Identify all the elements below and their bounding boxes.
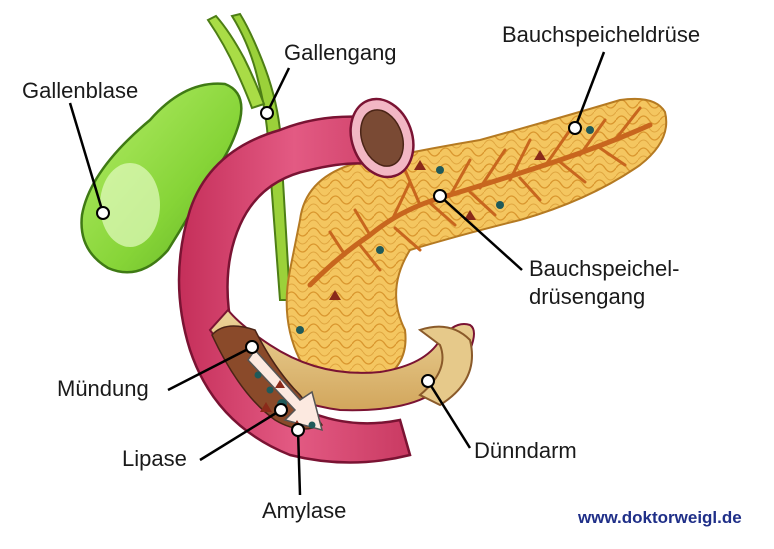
label-pancreatic-duct-line2: drüsengang [529,284,646,309]
website-watermark: www.doktorweigl.de [578,508,742,527]
label-lipase: Lipase [122,446,187,471]
pointer-lines [68,51,606,496]
label-papilla: Mündung [57,376,149,401]
label-small-intestine: Dünndarm [474,438,577,463]
label-bile-duct: Gallengang [284,40,397,65]
enzyme-flow-arrow [247,348,324,432]
label-pancreas: Bauchspeicheldrüse [502,22,701,47]
pointer-dots [96,106,582,437]
label-pancreatic-duct-line1: Bauchspeichel- [529,256,680,281]
cystic-duct [206,14,266,110]
label-amylase: Amylase [262,498,347,523]
pancreatic-duct [307,106,653,288]
label-gallbladder: Gallenblase [22,78,139,103]
